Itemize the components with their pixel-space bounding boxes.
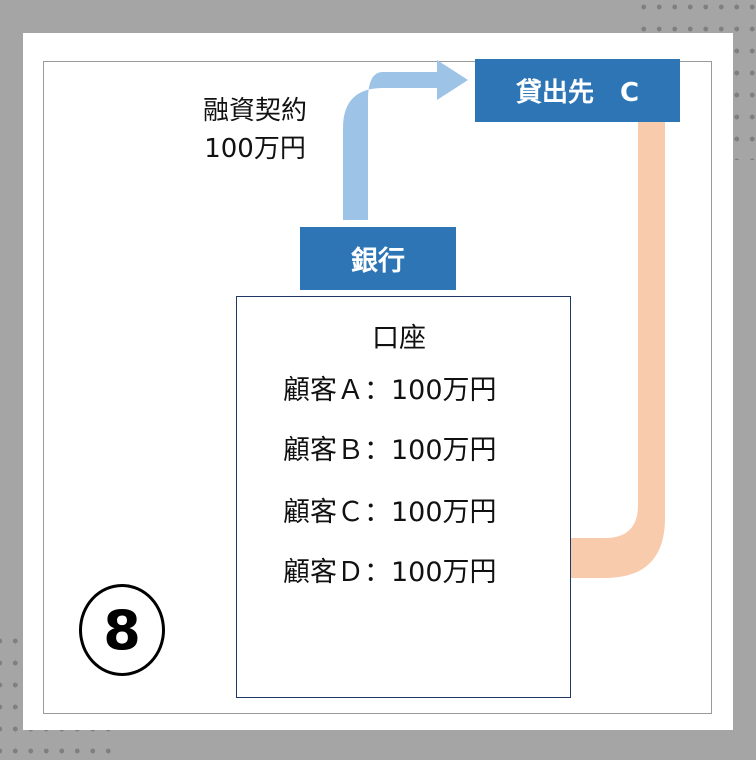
customer-name: 顧客Ｃ bbox=[283, 497, 364, 528]
bank-label: 銀行 bbox=[351, 246, 405, 277]
loan-contract-label: 融資契約 100万円 bbox=[203, 92, 307, 168]
loan-arrow bbox=[343, 60, 468, 220]
loan-contract-line2: 100万円 bbox=[204, 134, 306, 164]
customer-name: 顧客Ｄ bbox=[283, 557, 364, 588]
account-row: 顧客Ｃ：100万円 bbox=[283, 490, 497, 529]
bank-box: 銀行 bbox=[300, 227, 456, 290]
step-number: 8 bbox=[103, 598, 141, 662]
account-title: 口座 bbox=[372, 323, 426, 354]
step-number-badge: 8 bbox=[79, 584, 165, 676]
account-row: 顧客Ａ：100万円 bbox=[283, 368, 497, 407]
customer-amount: ：100万円 bbox=[364, 497, 497, 528]
diagram-frame bbox=[43, 61, 712, 714]
deposit-arrow bbox=[531, 118, 665, 590]
account-box bbox=[236, 296, 571, 698]
customer-amount: ：100万円 bbox=[364, 557, 497, 588]
borrower-box: 貸出先 C bbox=[475, 59, 680, 122]
customer-amount: ：100万円 bbox=[364, 375, 497, 406]
account-row: 顧客Ｂ：100万円 bbox=[283, 428, 497, 467]
borrower-label: 貸出先 C bbox=[515, 78, 640, 108]
customer-amount: ：100万円 bbox=[364, 435, 497, 466]
account-row: 顧客Ｄ：100万円 bbox=[283, 550, 497, 589]
loan-contract-line1: 融資契約 bbox=[203, 96, 308, 126]
customer-name: 顧客Ａ bbox=[283, 375, 364, 406]
customer-name: 顧客Ｂ bbox=[283, 435, 364, 466]
